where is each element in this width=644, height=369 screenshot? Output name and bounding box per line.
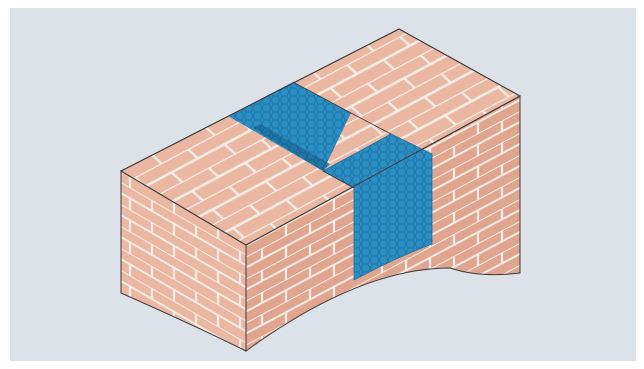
brick-wall-block-diagram: [119, 28, 522, 352]
block-outline: [120, 28, 521, 351]
membrane-side-band: [322, 133, 433, 281]
joint-edge-lines: [292, 81, 392, 189]
membrane-inner-slot: [253, 124, 330, 171]
illustration-panel: [10, 8, 636, 361]
membrane-top-band: [228, 82, 351, 171]
